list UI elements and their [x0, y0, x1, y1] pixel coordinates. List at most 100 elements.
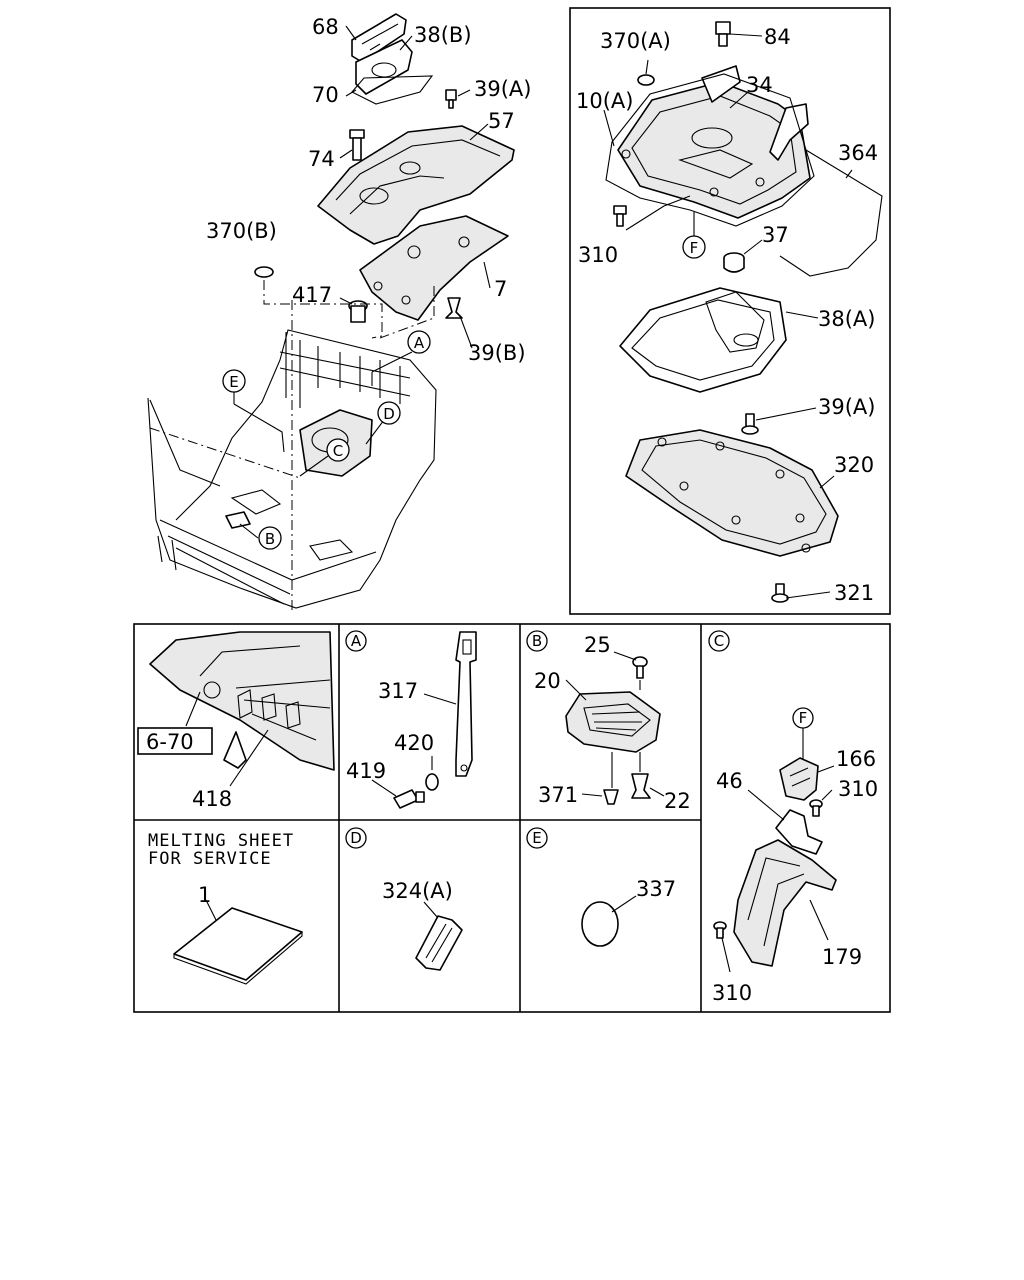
label-419: 419	[346, 759, 386, 783]
label-6-70: 6-70	[146, 730, 194, 754]
detail-cell-e: E 337	[526, 827, 676, 947]
svg-text:F: F	[690, 239, 699, 257]
callout-a-main: A	[371, 330, 431, 386]
svg-text:A: A	[414, 334, 425, 352]
label-324a: 324(A)	[382, 879, 453, 903]
part-68-bracket	[351, 13, 407, 63]
callout-f-right: F	[682, 212, 706, 259]
part-310-bolt-c2	[713, 921, 727, 939]
svg-text:A: A	[351, 632, 362, 650]
label-166: 166	[836, 747, 876, 771]
part-419-bolt	[393, 789, 425, 809]
part-420-washer	[425, 773, 439, 791]
part-320-skid-plate	[625, 429, 839, 557]
part-34-tray	[617, 81, 811, 219]
label-39a-mid: 39(A)	[818, 395, 875, 419]
label-57: 57	[488, 109, 515, 133]
callout-b-main: B	[239, 523, 282, 550]
label-310-top: 310	[578, 243, 618, 267]
part-74-bolt	[349, 129, 365, 161]
label-1: 1	[198, 883, 211, 907]
svg-text:E: E	[229, 373, 238, 391]
label-22: 22	[664, 789, 691, 813]
part-179-bracket	[733, 839, 837, 967]
part-364-cable	[779, 149, 883, 277]
label-7: 7	[494, 277, 507, 301]
part-370a-plug	[637, 74, 655, 86]
detail-cell-b: B 25 20 371 22	[526, 630, 691, 813]
note-line-2: FOR SERVICE	[148, 849, 272, 869]
detail-cell-d: D 324(A)	[345, 827, 463, 971]
part-39a-bolt-mid	[741, 413, 759, 435]
label-364: 364	[838, 141, 878, 165]
label-371: 371	[538, 783, 578, 807]
svg-text:E: E	[532, 829, 541, 847]
right-box-view: F 370(A) 84 34 10(A) 364 310 37 38(A) 39…	[569, 7, 891, 615]
label-39b: 39(B)	[468, 341, 526, 365]
part-337-plug	[581, 901, 619, 947]
label-68: 68	[312, 15, 339, 39]
part-1-melting-sheet	[173, 907, 303, 981]
label-20: 20	[534, 669, 561, 693]
callout-e-main: E	[222, 369, 285, 453]
part-7-bracket	[359, 215, 509, 321]
callout-f-cell-c: F	[792, 707, 814, 760]
label-37: 37	[762, 223, 789, 247]
label-321: 321	[834, 581, 874, 605]
label-320: 320	[834, 453, 874, 477]
main-exploded-view: A E D C B 68	[147, 13, 531, 610]
part-324a-clip	[415, 915, 463, 971]
svg-text:B: B	[265, 530, 275, 548]
part-310-bolt-c1	[809, 799, 823, 817]
detail-cell-a: A 317 420 419	[345, 630, 477, 809]
label-337: 337	[636, 877, 676, 901]
part-38a-pad	[619, 287, 787, 393]
part-10a-seal	[605, 73, 815, 227]
part-370b-plug	[254, 266, 274, 278]
svg-text:D: D	[383, 405, 395, 423]
part-39b-clip	[445, 297, 463, 319]
label-370b: 370(B)	[206, 219, 277, 243]
label-10a: 10(A)	[576, 89, 633, 113]
label-84: 84	[764, 25, 791, 49]
part-39a-bolt-top	[445, 89, 457, 109]
floor-pan-body	[147, 329, 437, 609]
part-38b-pad	[355, 39, 413, 95]
ref-box-6-70	[137, 727, 213, 755]
detail-grid	[133, 623, 891, 1013]
label-317: 317	[378, 679, 418, 703]
label-46: 46	[716, 769, 743, 793]
svg-text:B: B	[532, 632, 542, 650]
detail-cell-melting-sheet: MELTING SHEET FOR SERVICE 1	[148, 831, 303, 985]
detail-cell-c: C F 166 46 310 179 310	[708, 630, 878, 1005]
callout-d-main: D	[365, 401, 401, 445]
part-321-bolt	[771, 583, 789, 603]
label-70: 70	[312, 83, 339, 107]
part-22-clip	[631, 773, 651, 799]
label-34: 34	[746, 73, 773, 97]
note-line-1: MELTING SHEET	[148, 831, 294, 851]
part-57-heat-shield	[317, 125, 515, 245]
label-310-c1: 310	[838, 777, 878, 801]
svg-text:F: F	[799, 709, 808, 727]
label-179: 179	[822, 945, 862, 969]
part-371-clip	[603, 789, 619, 805]
label-310-c2: 310	[712, 981, 752, 1005]
detail-cell-418: 6-70 418	[137, 631, 335, 811]
part-84-bolt	[715, 21, 731, 47]
label-25: 25	[584, 633, 611, 657]
label-370a: 370(A)	[600, 29, 671, 53]
svg-text:C: C	[333, 442, 343, 460]
svg-text:D: D	[350, 829, 362, 847]
part-310-bolt-top	[613, 205, 627, 227]
label-74: 74	[308, 147, 335, 171]
callout-c-main: C	[299, 438, 350, 477]
label-420: 420	[394, 731, 434, 755]
part-417-grommet	[348, 300, 368, 323]
part-166-mount	[779, 757, 819, 801]
label-38a: 38(A)	[818, 307, 875, 331]
label-39a-top: 39(A)	[474, 77, 531, 101]
part-25-clip	[632, 656, 648, 679]
part-37-rubber	[723, 252, 745, 273]
